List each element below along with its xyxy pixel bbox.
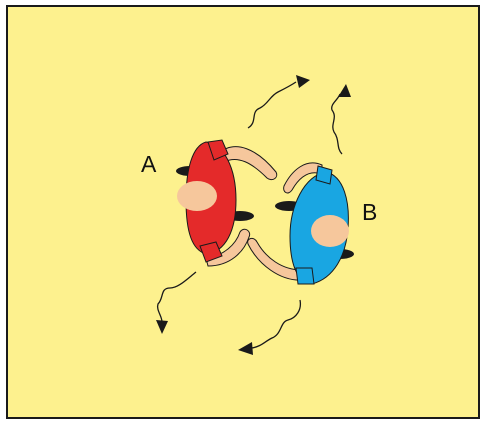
player-a-head xyxy=(177,181,217,211)
arrow-bottomleft-head xyxy=(156,320,168,334)
player-b-arm-top xyxy=(283,162,323,194)
arrow-bottom-head xyxy=(238,342,253,355)
player-b-label: B xyxy=(362,199,377,225)
player-a-arm-top xyxy=(217,146,278,181)
player-a-sleeve-bottom xyxy=(199,241,223,263)
arrow-topright-path xyxy=(331,93,343,155)
player-b-sleeve-top xyxy=(315,165,333,185)
arrow-bottom-path xyxy=(251,299,302,349)
arrow-bottomleft-path xyxy=(156,271,197,323)
player-a xyxy=(176,139,278,267)
player-b-head xyxy=(311,215,349,247)
movement-arrows xyxy=(156,75,351,355)
arrow-topright-head xyxy=(338,84,351,97)
arrow-top-head xyxy=(296,75,310,88)
player-b-arm-bottom xyxy=(247,237,305,281)
player-b xyxy=(247,162,354,285)
arrow-top-path xyxy=(247,81,297,129)
player-b-sleeve-bottom xyxy=(295,267,315,285)
player-a-label: A xyxy=(141,151,157,177)
player-a-sleeve-top xyxy=(207,139,229,161)
